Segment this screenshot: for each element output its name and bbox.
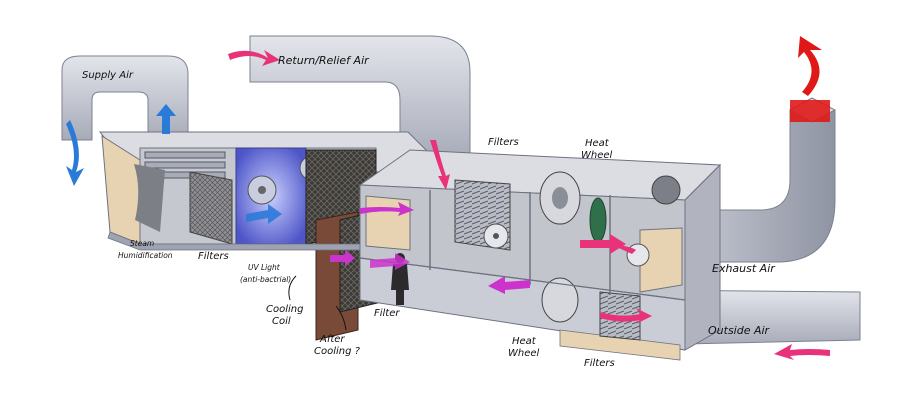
- heat-wheel-lower-icon: [541, 277, 579, 323]
- label-after-cooling-1: After: [319, 334, 345, 345]
- label-cooling-coil-2: Coil: [272, 316, 291, 327]
- label-heat-wheel-bottom-1: Heat: [512, 336, 537, 347]
- label-exhaust-air: Exhaust Air: [712, 262, 776, 275]
- return-flow-arrow-icon: [430, 140, 450, 190]
- label-heat-wheel-top-2: Wheel: [581, 150, 613, 161]
- label-outside-air: Outside Air: [708, 324, 771, 337]
- label-filters-top: Filters: [488, 137, 519, 148]
- label-filters-left: Filters: [198, 251, 229, 262]
- label-uv-light-1: UV Light: [248, 263, 281, 272]
- label-after-cooling-2: Cooling ?: [314, 346, 361, 357]
- supply-air-duct: [61, 55, 189, 141]
- label-uv-light-2: (anti-bactrial): [240, 275, 291, 284]
- after-cooling-leader: [335, 305, 347, 331]
- return-air-arrow-icon: [228, 50, 280, 66]
- steam-pipes: [144, 151, 226, 179]
- supply-air-down-arrow-icon: [66, 120, 84, 186]
- label-heat-wheel-bottom-2: Wheel: [508, 348, 540, 359]
- exhaust-arrow-icon: [790, 36, 830, 122]
- cooling-coil-leader: [288, 275, 297, 301]
- supply-housing: [98, 131, 450, 341]
- outside-air-arrow-icon: [774, 344, 830, 360]
- label-filters-bottom: Filters: [584, 358, 615, 369]
- supply-air-up-arrow-icon: [156, 104, 176, 134]
- label-steam-1: Steam: [130, 239, 154, 248]
- label-return-relief-air: Return/Relief Air: [278, 54, 370, 67]
- label-cooling-coil-1: Cooling: [266, 304, 303, 315]
- label-steam-2: Humidification: [118, 251, 173, 260]
- supply-filters: [189, 171, 233, 245]
- label-supply-air: Supply Air: [82, 70, 134, 81]
- label-heat-wheel-top-1: Heat: [585, 138, 610, 149]
- return-housing: [358, 149, 722, 361]
- label-filter-mid: Filter: [374, 308, 400, 319]
